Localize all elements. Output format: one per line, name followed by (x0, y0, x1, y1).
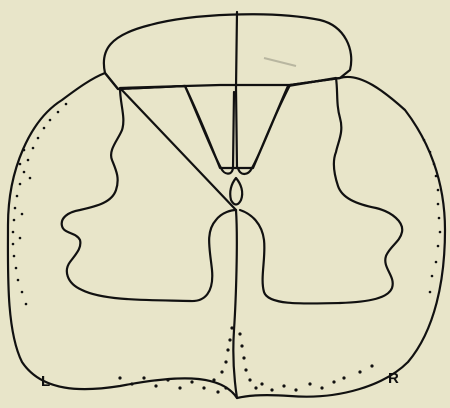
degeneration-dots-right (423, 139, 442, 294)
degeneration-dots-left (12, 103, 68, 306)
central-canal (230, 178, 242, 205)
degeneration-dots-ventral (118, 326, 373, 393)
right-grey-matter (238, 78, 402, 304)
dorsal-median-septum (236, 12, 237, 168)
left-side-label: L (41, 374, 50, 389)
scratch-mark (264, 58, 296, 66)
dorsal-column-region (104, 14, 351, 89)
ventral-median-fissure (233, 210, 237, 398)
right-side-label: R (388, 371, 399, 386)
left-grey-matter (62, 86, 236, 301)
